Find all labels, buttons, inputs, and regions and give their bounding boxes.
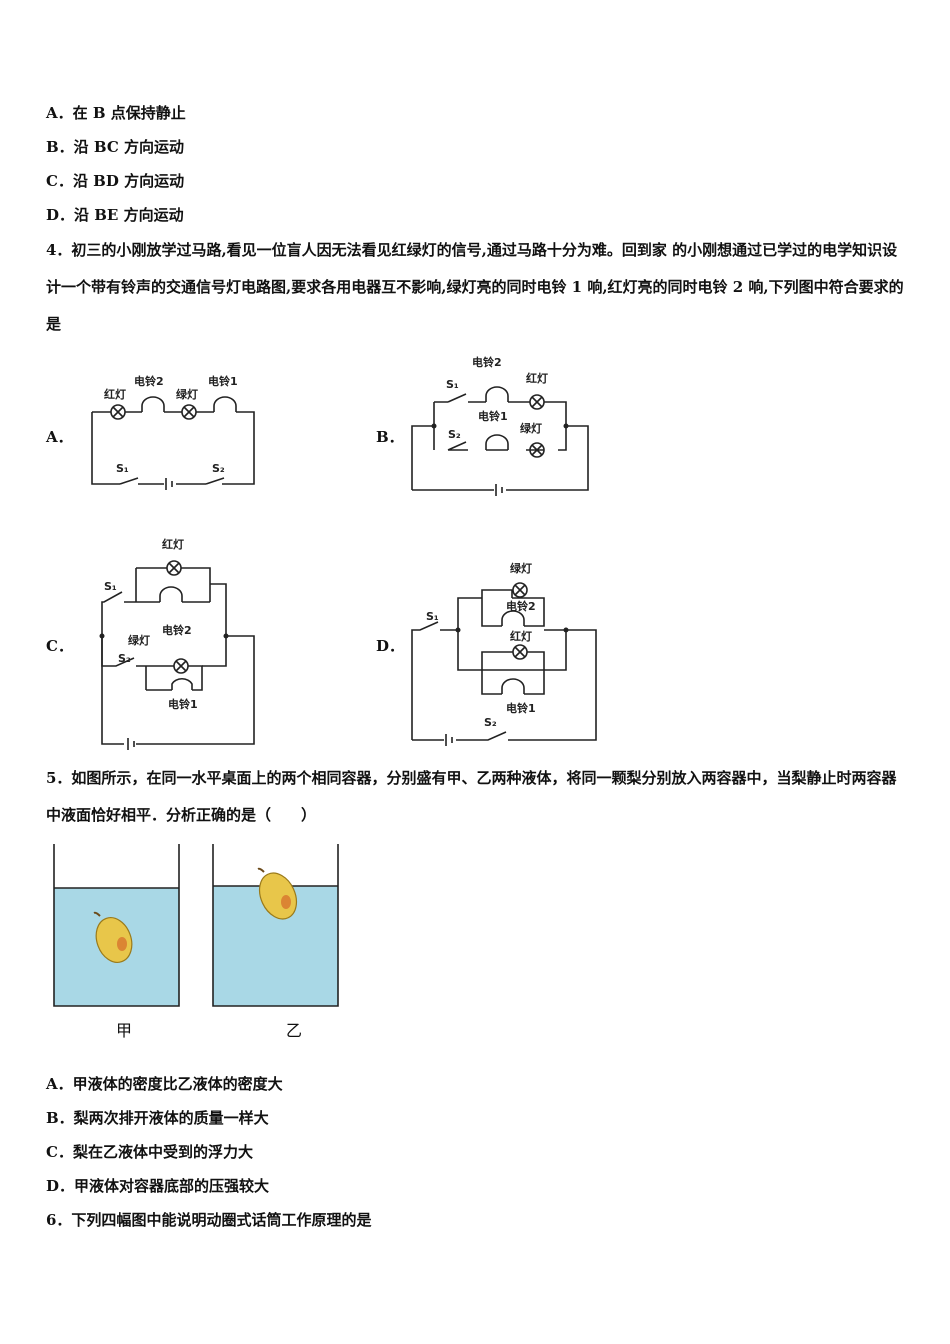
caption-jia: 甲	[116, 1021, 133, 1040]
q5-stem: 5．如图所示，在同一水平桌面上的两个相同容器，分别盛有甲、乙两种液体，将同一颗梨…	[46, 769, 897, 824]
s1-label-a: S₁	[116, 462, 129, 475]
s1-label-c: S₁	[104, 580, 117, 593]
s2-label-a: S₂	[212, 462, 225, 475]
q4-option-c-label: C．	[46, 637, 73, 655]
s2-label-c: S₂	[118, 652, 131, 665]
q4-stem: 4．初三的小刚放学过马路,看见一位盲人因无法看见红绿灯的信号,通过马路十分为难。…	[46, 241, 904, 333]
q4-option-a-label: A．	[46, 428, 73, 446]
containers-figure	[53, 844, 339, 1007]
q3-option-b: B．沿 BC 方向运动	[46, 138, 185, 156]
q3-option-d: D．沿 BE 方向运动	[46, 206, 184, 224]
q6-stem: 6．下列四幅图中能说明动圈式话筒工作原理的是	[46, 1211, 372, 1229]
bell1-label-a: 电铃1	[208, 374, 238, 388]
green-light-label-c: 绿灯	[128, 633, 150, 647]
q3-option-a: A．在 B 点保持静止	[46, 104, 186, 122]
pear-in-jia	[93, 911, 133, 963]
circuit-diagram-b: 电铃2 红灯 S₁ 电铃1 绿灯 S₂	[411, 355, 589, 496]
s2-label-d: S₂	[484, 716, 497, 729]
pear-in-yi	[257, 867, 298, 920]
green-light-label-a: 绿灯	[176, 387, 198, 401]
q3-option-c: C．沿 BD 方向运动	[46, 172, 185, 190]
bell1-label-c: 电铃1	[168, 697, 198, 711]
bell2-label-d: 电铃2	[506, 599, 536, 613]
circuit-diagram-c: 红灯 S₁ 绿灯 电铃2 S₂ 电铃1	[99, 537, 255, 750]
circuit-diagram-a: 红灯 电铃2 绿灯 电铃1 S₁ S₂	[91, 374, 255, 490]
green-light-label-b: 绿灯	[520, 421, 542, 435]
q5-option-b: B．梨两次排开液体的质量一样大	[46, 1109, 269, 1127]
red-light-label-d: 红灯	[510, 629, 532, 643]
q5-option-c: C．梨在乙液体中受到的浮力大	[46, 1143, 253, 1161]
q5-option-a: A．甲液体的密度比乙液体的密度大	[46, 1075, 283, 1093]
q4-option-d-label: D．	[376, 637, 405, 655]
s2-label-b: S₂	[448, 428, 461, 441]
q5-option-d: D．甲液体对容器底部的压强较大	[46, 1177, 270, 1195]
q4-option-b-label: B．	[376, 428, 404, 446]
s1-label-d: S₁	[426, 610, 439, 623]
bell1-label-d: 电铃1	[506, 701, 536, 715]
green-light-label-d: 绿灯	[510, 561, 532, 575]
bell2-label-a: 电铃2	[134, 374, 164, 388]
caption-yi: 乙	[286, 1021, 303, 1040]
red-light-label-c: 红灯	[162, 537, 184, 551]
s1-label-b: S₁	[446, 378, 459, 391]
circuit-diagram-d: 绿灯 电铃2 S₁ 红灯 电铃1 S₂	[411, 561, 597, 746]
red-light-label-a: 红灯	[104, 387, 126, 401]
bell1-label-b: 电铃1	[478, 409, 508, 423]
bell2-label-c: 电铃2	[162, 623, 192, 637]
bell2-label-b: 电铃2	[472, 355, 502, 369]
red-light-label-b: 红灯	[526, 371, 548, 385]
